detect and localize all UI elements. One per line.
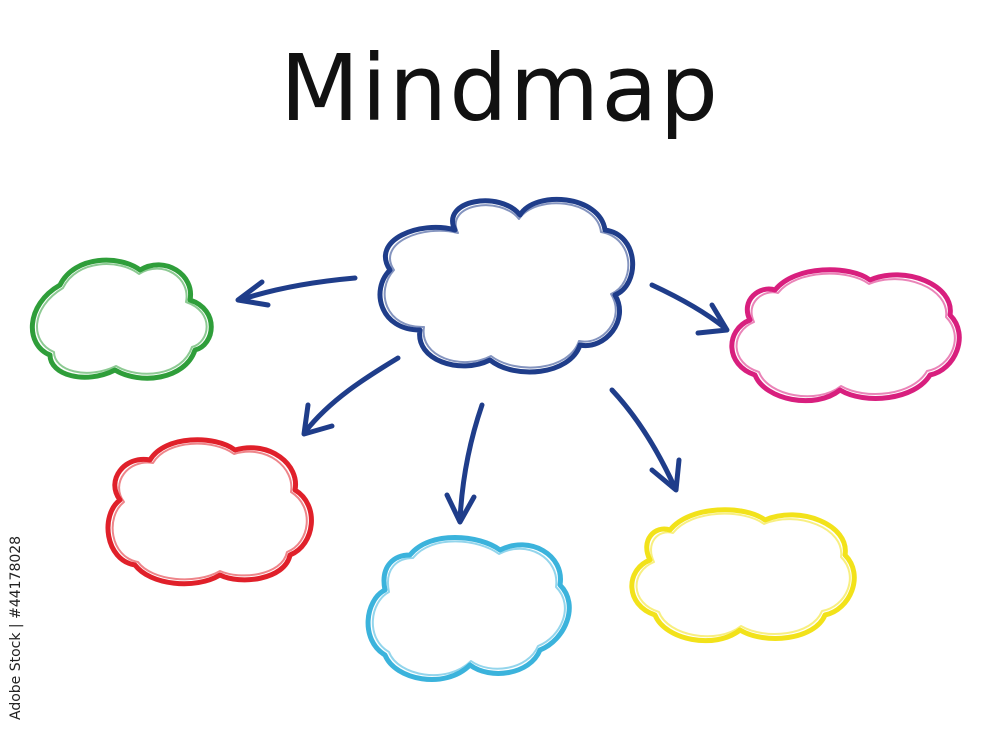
arrow-to-yellow bbox=[609, 387, 682, 493]
arrow-to-cyan bbox=[444, 402, 485, 525]
arrow-to-red bbox=[301, 355, 401, 437]
green-cloud bbox=[29, 257, 214, 381]
arrow-to-green bbox=[235, 275, 358, 308]
arrow-to-magenta bbox=[649, 282, 730, 336]
red-cloud bbox=[105, 437, 314, 587]
central-cloud bbox=[377, 196, 636, 375]
watermark-text: Adobe Stock | #44178028 bbox=[8, 535, 24, 720]
stock-watermark: Adobe Stock | #44178028 bbox=[6, 520, 28, 720]
yellow-cloud bbox=[629, 507, 857, 644]
magenta-cloud bbox=[729, 267, 962, 404]
cyan-cloud bbox=[365, 535, 572, 682]
page-title: Mindmap bbox=[280, 35, 720, 142]
